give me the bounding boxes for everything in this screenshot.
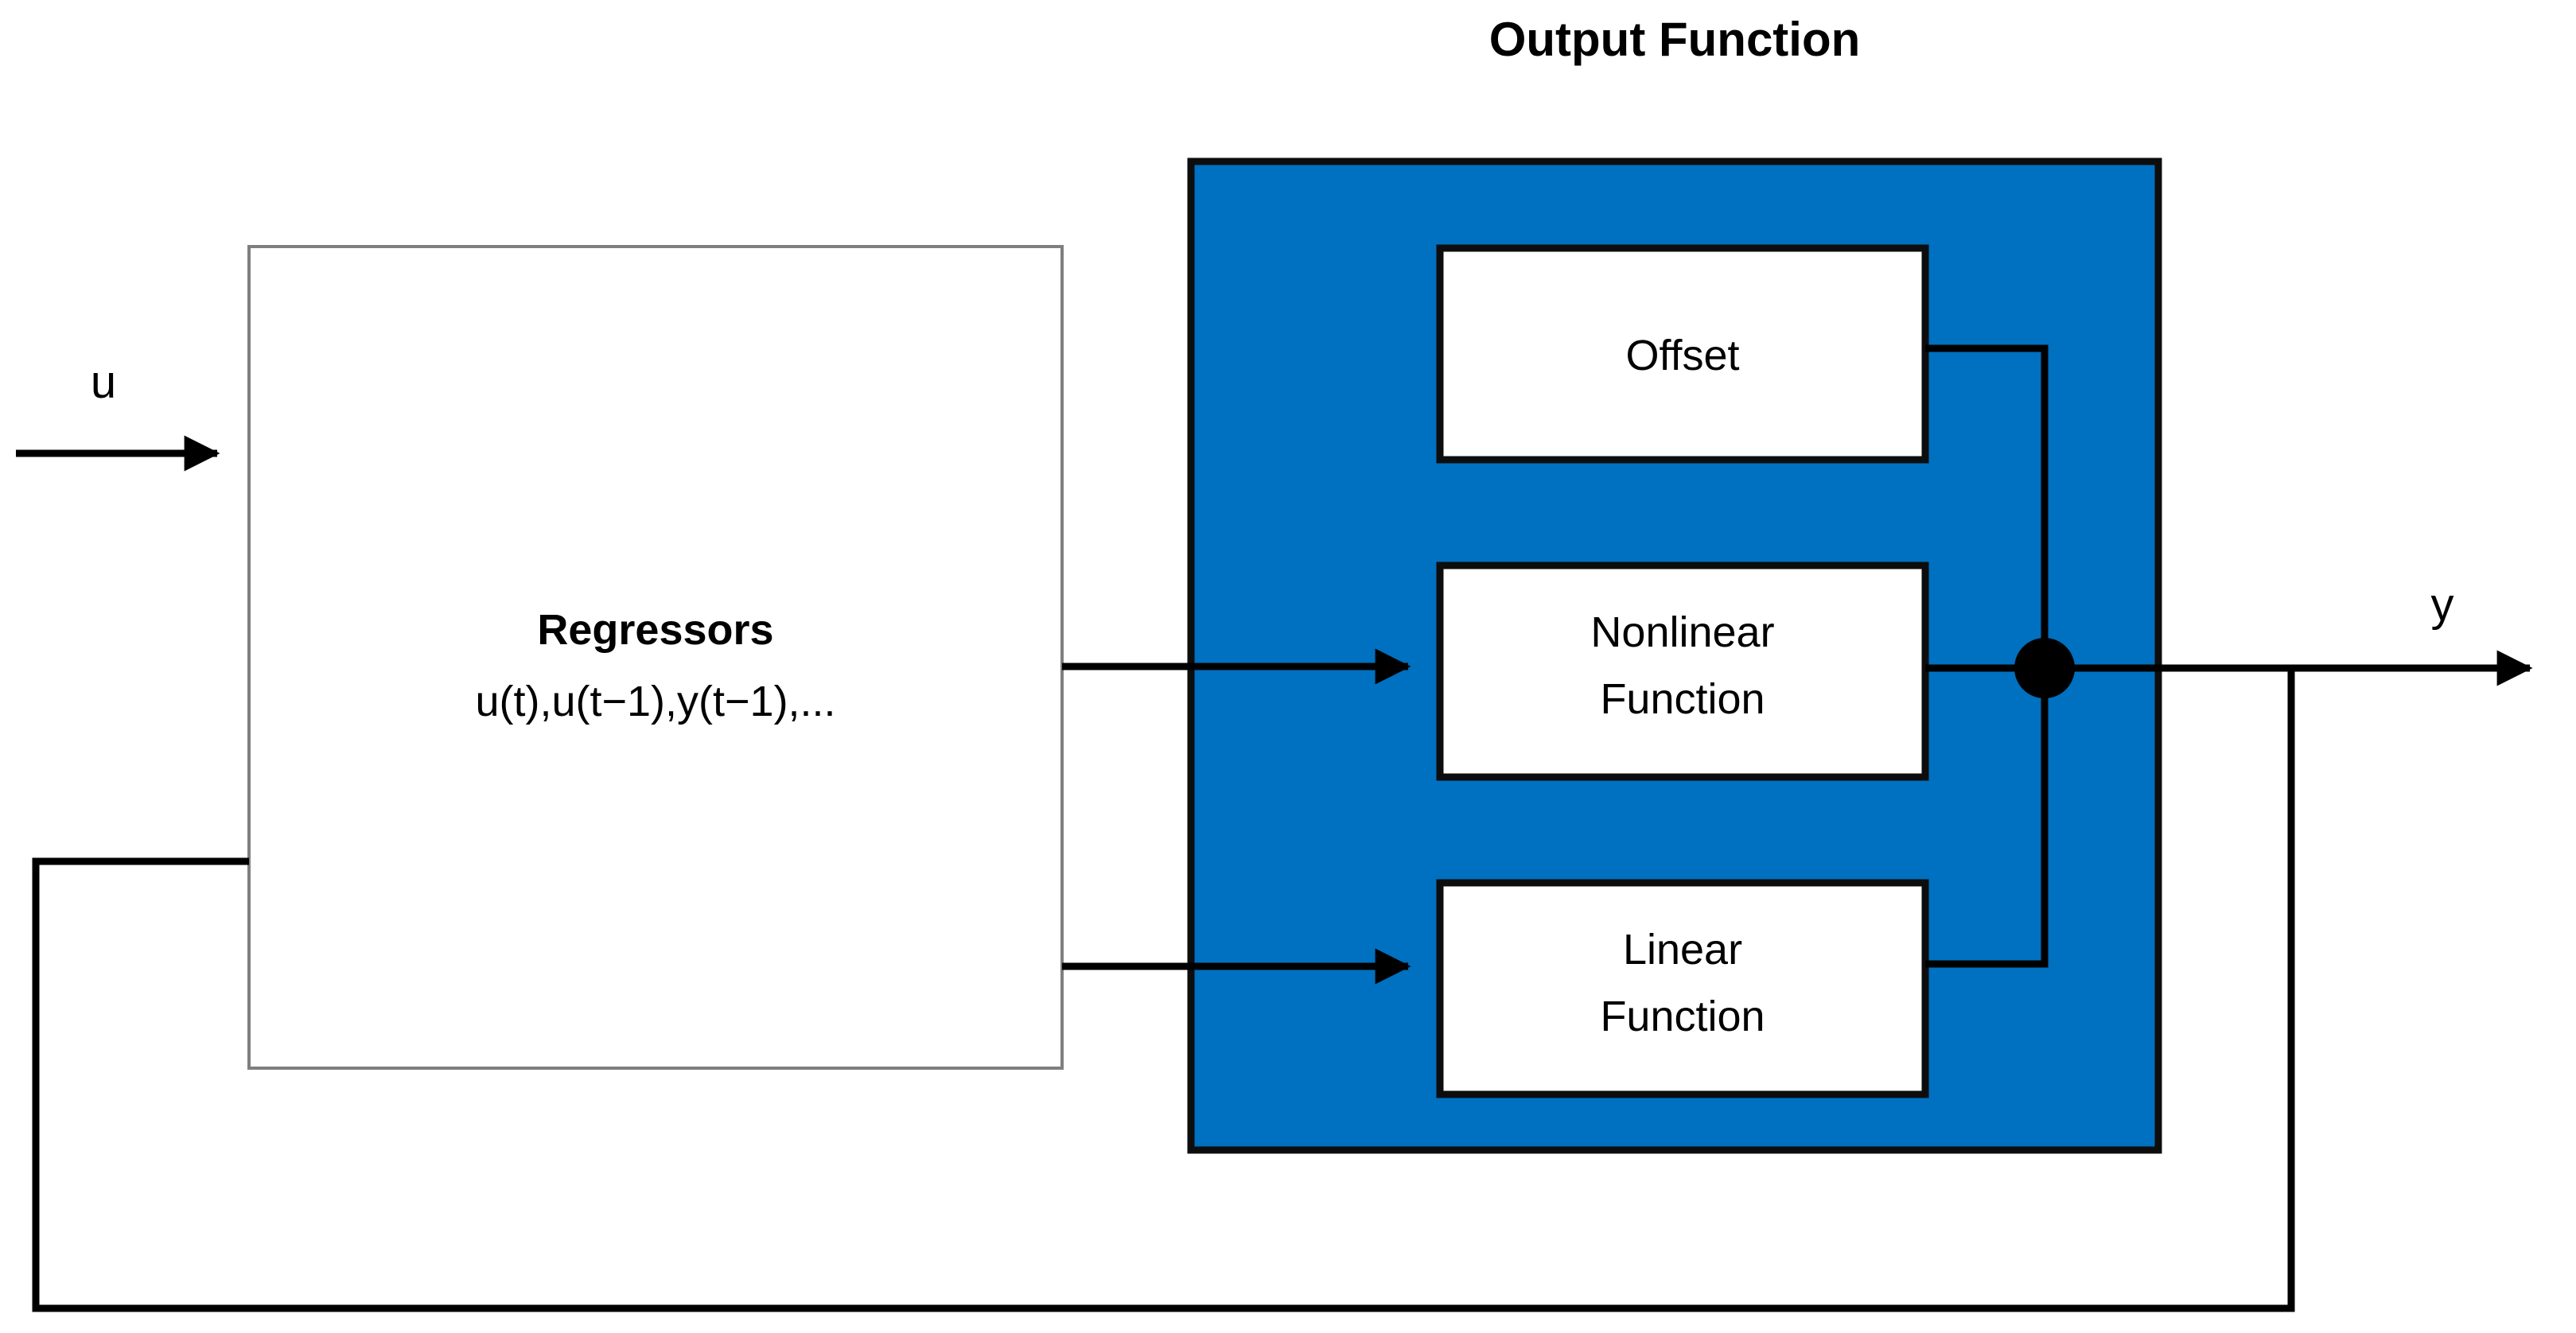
offset-block: [1436, 244, 1929, 464]
nonlinear-block-label-line1: Nonlinear: [1590, 608, 1774, 656]
wire-offset-to-junction: [1925, 344, 2049, 668]
input-signal-label: u: [91, 356, 116, 408]
diagram-title: Output Function: [1489, 13, 1861, 66]
linear-block-label-line2: Function: [1600, 993, 1765, 1040]
offset-block-label: Offset: [1625, 332, 1739, 379]
linear-function-block: [1436, 879, 1929, 1098]
regressors-expression: u(t),u(t−1),y(t−1),...: [475, 678, 835, 725]
linear-block-label-line1: Linear: [1623, 926, 1742, 974]
regressors-title: Regressors: [537, 606, 773, 654]
summation-node: [2014, 638, 2075, 698]
regressors-block: [247, 245, 1064, 1070]
wire-linear-to-junction: [1925, 668, 2049, 968]
nonlinear-block-label-line2: Function: [1600, 675, 1765, 723]
wire-feedback-loop: [32, 668, 2295, 1312]
output-signal-label: y: [2431, 579, 2454, 631]
nonlinear-function-block: [1436, 562, 1929, 781]
